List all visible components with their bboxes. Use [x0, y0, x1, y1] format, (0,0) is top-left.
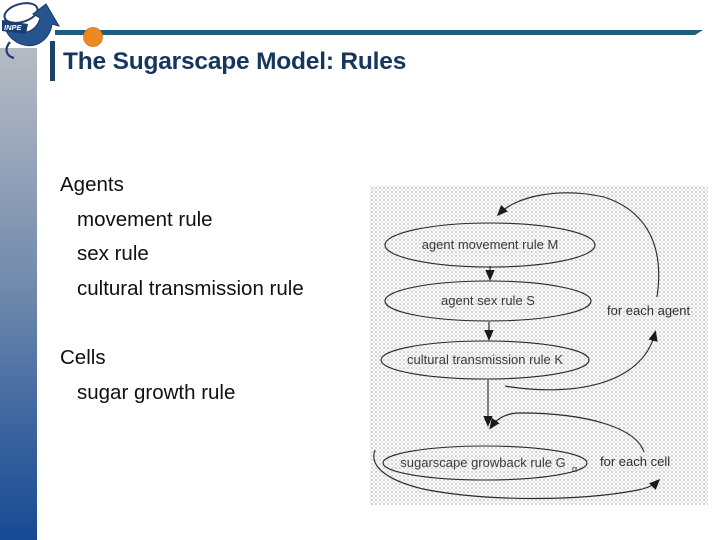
logo-orbit-icon [3, 2, 39, 24]
inpe-logo: INPE [2, 2, 103, 60]
node-sex-ellipse [384, 280, 592, 322]
outline-item: movement rule [77, 207, 213, 231]
left-gradient-bar [0, 48, 37, 540]
node-growback-label: sugarscape growback rule G [400, 455, 565, 470]
flowchart-svg: agent movement rule M agent sex rule S c… [373, 192, 691, 500]
agent-loop-label: for each agent [607, 303, 691, 318]
agent-loop-arc-lower [504, 330, 658, 391]
cell-loop-label: for each cell [600, 454, 670, 469]
node-growback-ellipse [382, 445, 588, 481]
cell-loop-arc-top [489, 412, 645, 453]
node-cultural-ellipse [380, 340, 590, 380]
header-rule-line [55, 30, 703, 35]
title-accent-bar [50, 41, 55, 81]
page-title: The Sugarscape Model: Rules [63, 48, 407, 75]
outline-heading-agents: Agents [60, 173, 124, 196]
outline-heading-cells: Cells [60, 346, 106, 369]
node-cultural-label: cultural transmission rule K [407, 352, 563, 367]
cell-loop-arc-bottom [373, 449, 661, 500]
logo-swirl-tail-icon [5, 41, 15, 60]
agent-loop-arc-upper [496, 192, 660, 298]
node-sex-label: agent sex rule S [441, 293, 535, 308]
diagram-panel: agent movement rule M agent sex rule S c… [370, 186, 708, 505]
outline-item: sex rule [77, 242, 149, 265]
node-movement-label: agent movement rule M [422, 237, 559, 252]
logo-orange-dot-icon [83, 27, 103, 47]
logo-badge [2, 20, 28, 34]
outline-item: cultural transmission rule [77, 276, 304, 300]
outline-item: sugar growth rule [77, 380, 236, 404]
logo-text: INPE [4, 23, 23, 32]
node-growback-subscript: α [572, 464, 577, 474]
outline-list: Agents movement rule sex rule cultural t… [60, 168, 304, 410]
